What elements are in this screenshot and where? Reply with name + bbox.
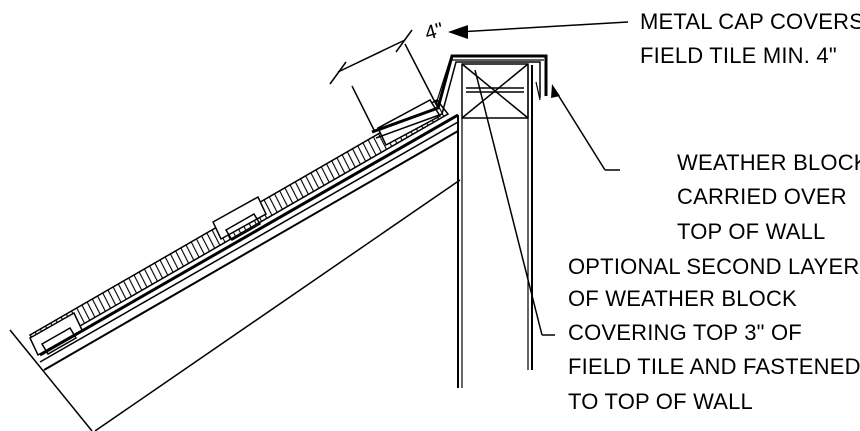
metal-cap <box>371 54 548 139</box>
callout-optional-layer-line-5: TO TOP OF WALL <box>568 389 753 414</box>
top-block <box>461 63 529 119</box>
tile-battens <box>29 99 442 357</box>
callout-weather-block-line-2: CARRIED OVER <box>677 184 847 209</box>
dimension-line <box>329 29 439 131</box>
weather-block-arrowhead <box>551 84 560 98</box>
callout-optional-layer-line-3: COVERING TOP 3" OF <box>568 320 802 345</box>
dimension-label: 4" <box>423 19 446 45</box>
metal-cap-arrowhead <box>448 25 468 39</box>
callout-metal-cap-line-1: METAL CAP COVERS <box>640 9 860 34</box>
callout-optional-layer-line-1: OPTIONAL SECOND LAYER <box>568 254 860 279</box>
callout-optional-layer: OPTIONAL SECOND LAYER OF WEATHER BLOCK C… <box>568 254 860 414</box>
weather-block-layer <box>435 59 544 105</box>
roof-deck <box>9 113 461 431</box>
callout-weather-block: WEATHER BLOCK CARRIED OVER TOP OF WALL <box>677 150 860 244</box>
callout-weather-block-line-3: TOP OF WALL <box>677 219 826 244</box>
callout-weather-block-line-1: WEATHER BLOCK <box>677 150 860 175</box>
wall <box>457 65 533 388</box>
callout-metal-cap: METAL CAP COVERS FIELD TILE MIN. 4" <box>640 9 860 68</box>
callout-optional-layer-line-2: OF WEATHER BLOCK <box>568 286 797 311</box>
callout-metal-cap-line-2: FIELD TILE MIN. 4" <box>640 43 837 68</box>
callout-optional-layer-line-4: FIELD TILE AND FASTENED <box>568 354 860 379</box>
leader-lines <box>457 21 629 336</box>
